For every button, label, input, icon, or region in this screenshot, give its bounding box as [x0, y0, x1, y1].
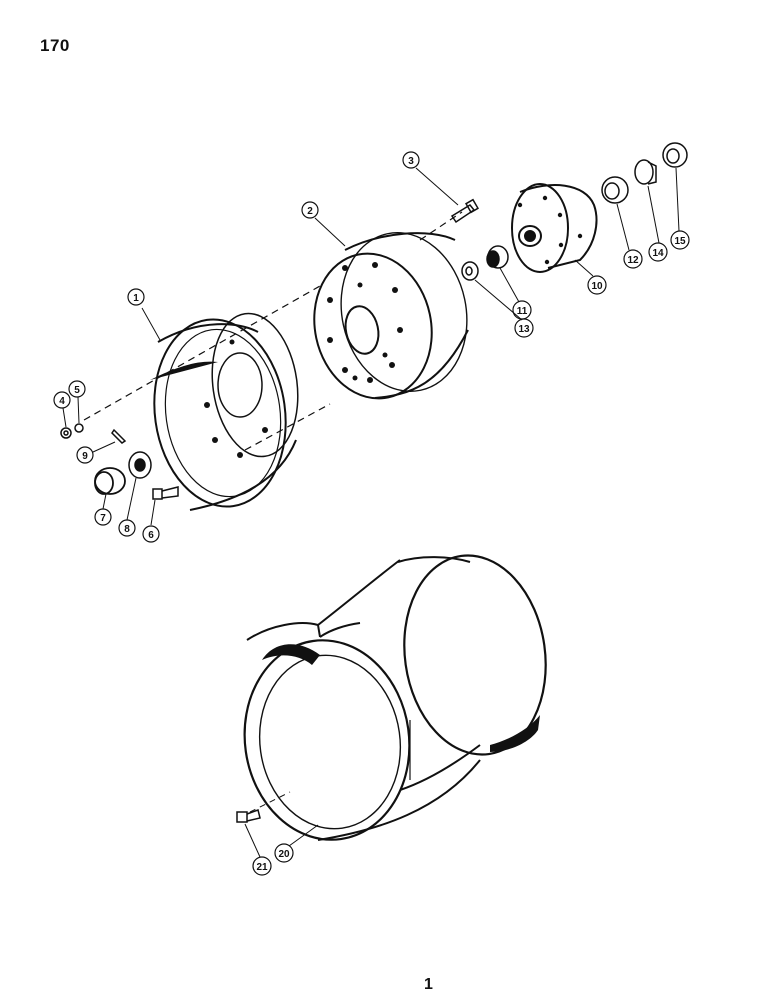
- callout-12: 12: [627, 255, 639, 266]
- callout-4: 4: [59, 396, 65, 407]
- callout-21: 21: [256, 862, 268, 873]
- part-10-hub: [511, 183, 598, 273]
- part-8-castle-nut: [128, 451, 152, 479]
- part-6-stud-bolt: [152, 486, 179, 500]
- part-12-seal: [601, 176, 629, 204]
- part-15-bearing-cup: [662, 142, 688, 168]
- callout-labels: 1 2 3 4 5 6 7 8 9 10 11 12 13 14 15 20 2…: [59, 156, 686, 873]
- callout-8: 8: [124, 524, 130, 535]
- part-13-nut: [461, 261, 479, 281]
- callout-20: 20: [278, 849, 290, 860]
- part-21-bolt: [236, 809, 261, 823]
- callout-2: 2: [307, 206, 313, 217]
- callout-1: 1: [133, 293, 139, 304]
- callout-3: 3: [408, 156, 414, 167]
- callout-6: 6: [148, 530, 154, 541]
- callout-13: 13: [518, 324, 530, 335]
- part-7-hub-cap: [94, 467, 126, 495]
- callout-14: 14: [652, 248, 664, 259]
- part-14-bearing-cone: [634, 159, 657, 185]
- part-3-bolt: [450, 198, 479, 224]
- part-20-rim: [243, 554, 547, 841]
- part-1-wheel-shell: [150, 312, 299, 511]
- callout-circles: [53, 151, 690, 876]
- part-5-washer: [74, 423, 84, 433]
- alignment-lines: [83, 211, 463, 451]
- rim-alignment-line: [249, 791, 291, 813]
- callout-15: 15: [674, 236, 686, 247]
- callout-11: 11: [517, 306, 528, 317]
- leader-lines: [62, 167, 680, 858]
- callout-5: 5: [74, 385, 80, 396]
- part-11-bearing: [486, 245, 509, 269]
- footer-mark: 1: [424, 976, 433, 993]
- page-number: 170: [40, 36, 70, 55]
- part-2-rim-disc: [313, 231, 469, 400]
- callout-9: 9: [82, 451, 88, 462]
- callout-7: 7: [100, 513, 106, 524]
- part-9-cotter-pin: [111, 428, 127, 444]
- callout-10: 10: [591, 281, 603, 292]
- part-4-nut: [60, 427, 72, 439]
